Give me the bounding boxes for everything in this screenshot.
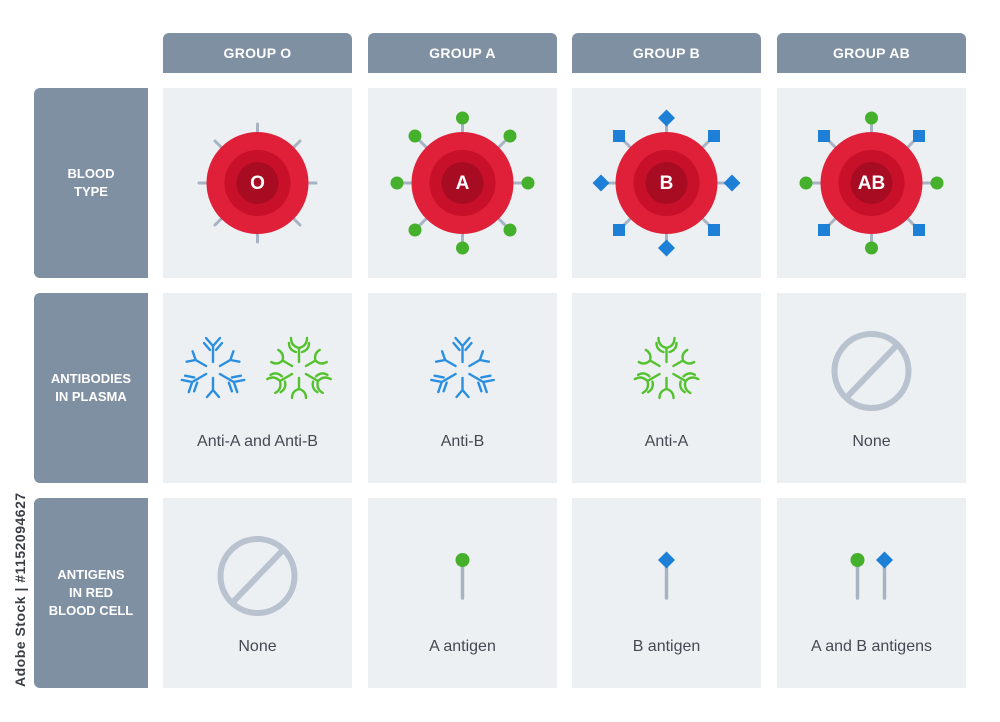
blood-type-letter: B <box>660 173 674 194</box>
blood-cell-cell-a: A <box>368 88 557 278</box>
antibodies-cell-a: Anti-B <box>368 293 557 483</box>
a-antigen-icon <box>455 553 470 600</box>
a-and-b-antigens-icon <box>850 551 893 600</box>
antibodies-label: Anti-A and Anti-B <box>197 433 318 450</box>
antigens-cell-a: A antigen <box>368 498 557 688</box>
antigens-cell-b: B antigen <box>572 498 761 688</box>
antibodies-label: Anti-B <box>440 433 485 450</box>
antigens-cell-o: None <box>163 498 352 688</box>
antigens-cell-ab: A and B antigens <box>777 498 966 688</box>
b-antigen-icon <box>658 551 675 600</box>
blood-type-letter: A <box>456 173 470 194</box>
red-blood-cell-a-icon: A <box>390 111 535 255</box>
stock-watermark: Adobe Stock | #1152094627 <box>12 492 28 688</box>
blood-type-letter: AB <box>858 173 885 194</box>
anti-a-antibody-icon <box>633 336 700 400</box>
column-header-group-b: GROUP B <box>572 33 761 73</box>
red-blood-cell-o-icon: O <box>197 122 318 244</box>
antigens-label: A and B antigens <box>811 638 932 655</box>
none-prohibited-icon <box>217 536 298 616</box>
blood-type-letter: O <box>250 173 265 194</box>
antibodies-cell-o: Anti-A and Anti-B <box>163 293 352 483</box>
row-header-antibodies: ANTIBODIES IN PLASMA <box>34 293 148 483</box>
antibodies-cell-ab: None <box>777 293 966 483</box>
antibodies-cell-b: Anti-A <box>572 293 761 483</box>
blood-cell-cell-o: O <box>163 88 352 278</box>
antigens-label: None <box>238 638 277 655</box>
anti-a-and-anti-b-icon <box>180 336 332 400</box>
column-header-group-ab: GROUP AB <box>777 33 966 73</box>
anti-b-antibody-icon <box>430 336 495 399</box>
antibodies-label: Anti-A <box>644 433 689 450</box>
red-blood-cell-ab-icon: AB <box>799 111 944 255</box>
row-header-blood-type: BLOOD TYPE <box>34 88 148 278</box>
blood-cell-cell-ab: AB <box>777 88 966 278</box>
antigens-label: A antigen <box>429 638 496 655</box>
red-blood-cell-b-icon: B <box>592 109 741 257</box>
column-header-group-a: GROUP A <box>368 33 557 73</box>
antigens-label: B antigen <box>632 638 701 655</box>
row-header-antigens: ANTIGENS IN RED BLOOD CELL <box>34 498 148 688</box>
antibodies-label: None <box>852 433 891 450</box>
blood-cell-cell-b: B <box>572 88 761 278</box>
none-prohibited-icon <box>831 331 912 411</box>
column-header-group-o: GROUP O <box>163 33 352 73</box>
